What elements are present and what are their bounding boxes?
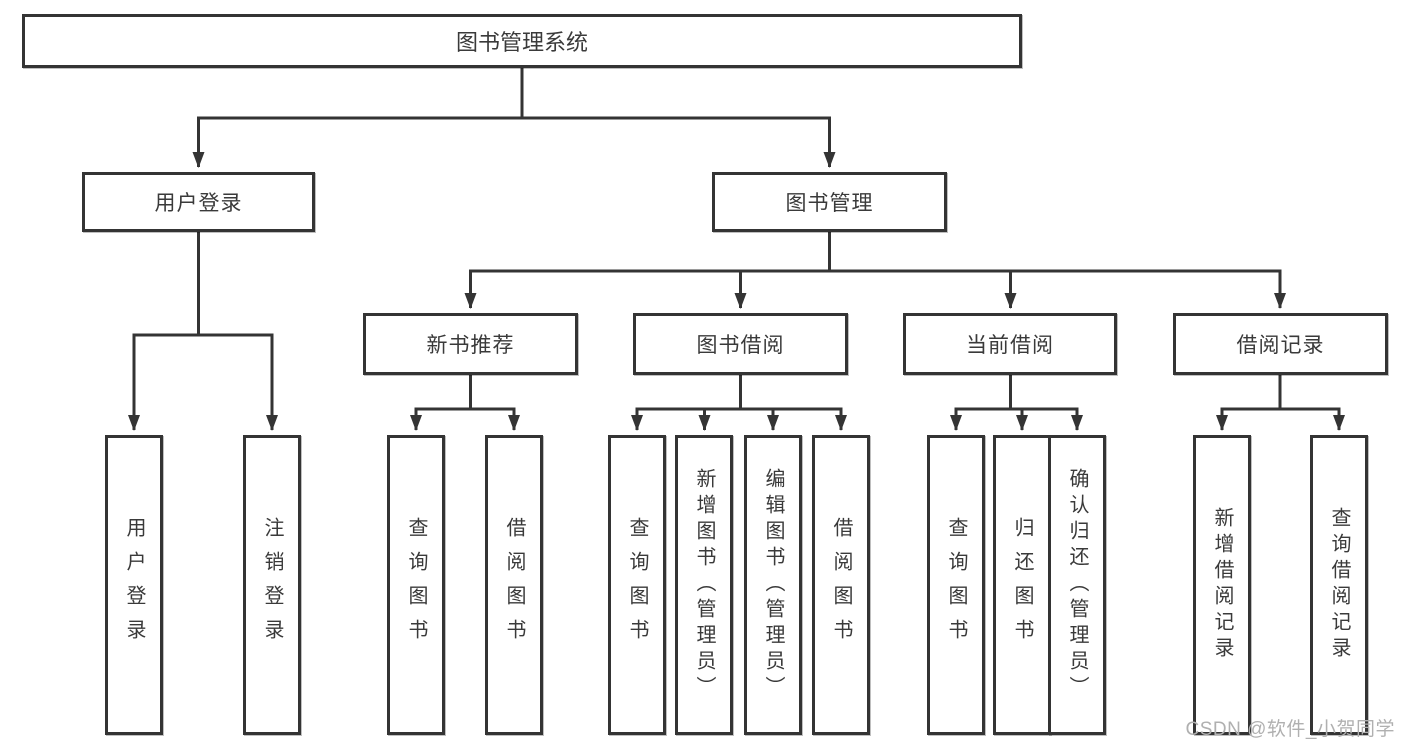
leaf-current-query-books: 查询图书 (927, 435, 985, 735)
leaf-edit-books-admin: 编辑图书（管理员） (744, 435, 802, 735)
leaf-add-borrow-record-label: 新增借阅记录 (1211, 507, 1233, 663)
leaf-confirm-return-admin: 确认归还（管理员） (1048, 435, 1106, 735)
leaf-newbook-query-books: 查询图书 (387, 435, 445, 735)
leaf-logout: 注销登录 (243, 435, 301, 735)
leaf-borrow-query-books-label: 查询图书 (626, 517, 648, 653)
node-borrow-records: 借阅记录 (1173, 313, 1388, 375)
node-book-borrow-label: 图书借阅 (696, 334, 785, 357)
leaf-user-login: 用户登录 (105, 435, 163, 735)
node-borrow-records-label: 借阅记录 (1236, 334, 1325, 357)
leaf-borrow-query-books: 查询图书 (608, 435, 666, 735)
leaf-confirm-return-admin-label: 确认归还（管理员） (1066, 468, 1088, 702)
leaf-newbook-query-books-label: 查询图书 (405, 517, 427, 653)
watermark: CSDN @软件_小贺同学 (1185, 719, 1395, 740)
node-current-borrow: 当前借阅 (903, 313, 1117, 375)
leaf-logout-label: 注销登录 (261, 517, 283, 653)
leaf-add-borrow-record: 新增借阅记录 (1193, 435, 1251, 735)
leaf-newbook-borrow-books: 借阅图书 (485, 435, 543, 735)
leaf-return-books-label: 归还图书 (1011, 517, 1033, 653)
leaf-query-borrow-record: 查询借阅记录 (1310, 435, 1368, 735)
node-root-label: 图书管理系统 (455, 30, 588, 55)
leaf-newbook-borrow-books-label: 借阅图书 (503, 517, 525, 653)
node-book-management-label: 图书管理 (785, 192, 874, 215)
leaf-user-login-label: 用户登录 (123, 517, 145, 653)
node-root-system: 图书管理系统 (22, 14, 1022, 68)
leaf-add-books-admin-label: 新增图书（管理员） (693, 468, 715, 702)
leaf-current-query-books-label: 查询图书 (945, 517, 967, 653)
leaf-edit-books-admin-label: 编辑图书（管理员） (762, 468, 784, 702)
node-user-login: 用户登录 (82, 172, 315, 232)
leaf-return-books: 归还图书 (993, 435, 1051, 735)
node-book-management: 图书管理 (712, 172, 947, 232)
leaf-add-books-admin: 新增图书（管理员） (675, 435, 733, 735)
node-book-borrow: 图书借阅 (633, 313, 848, 375)
leaf-query-borrow-record-label: 查询借阅记录 (1328, 507, 1350, 663)
node-user-login-label: 用户登录 (154, 192, 243, 215)
node-current-borrow-label: 当前借阅 (966, 334, 1054, 357)
node-new-book-recommend-label: 新书推荐 (426, 334, 515, 357)
node-new-book-recommend: 新书推荐 (363, 313, 578, 375)
leaf-borrow-borrow-books-label: 借阅图书 (830, 517, 852, 653)
leaf-borrow-borrow-books: 借阅图书 (812, 435, 870, 735)
